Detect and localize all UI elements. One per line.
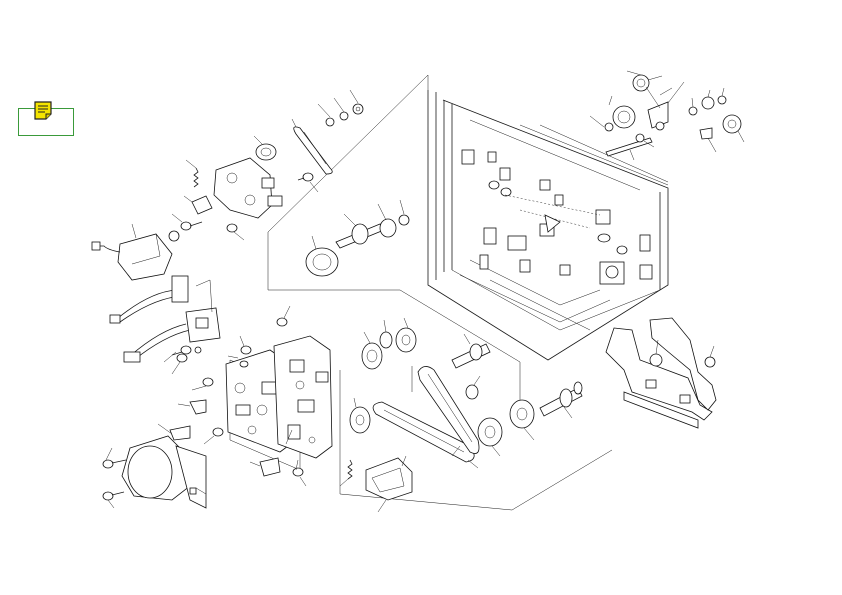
top-right-gear-cluster — [589, 70, 745, 161]
sticky-note-icon[interactable] — [33, 100, 55, 122]
harness-assembly — [109, 275, 221, 375]
main-frame-panel — [427, 90, 669, 361]
belt-pulley-assembly — [268, 289, 613, 513]
upper-center-assembly — [91, 74, 429, 290]
lower-left-assembly — [102, 305, 333, 509]
right-side-plate — [605, 317, 717, 429]
note-box[interactable] — [18, 101, 74, 136]
